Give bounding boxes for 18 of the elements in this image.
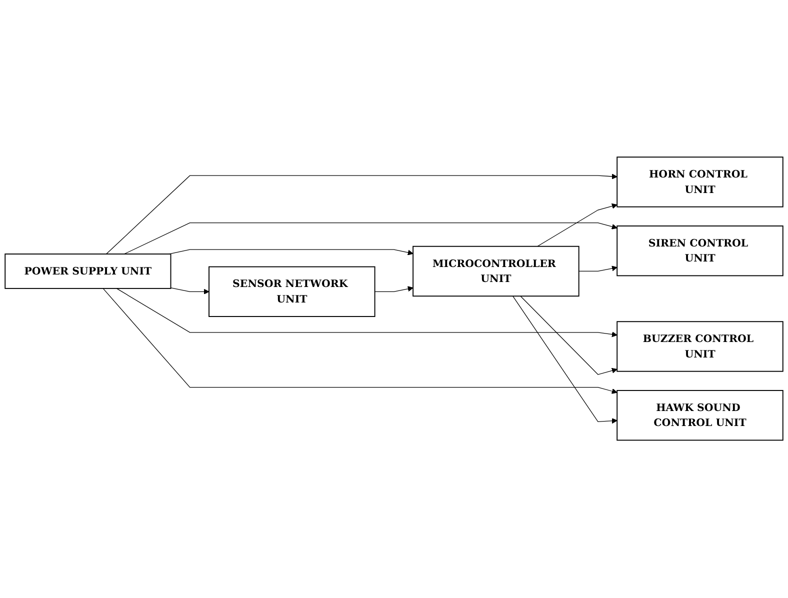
arrow xyxy=(374,286,414,292)
node-box: MICROCONTROLLER UNIT xyxy=(412,246,580,297)
node-box: SIREN CONTROL UNIT xyxy=(616,226,784,277)
node-box: HAWK SOUND CONTROL UNIT xyxy=(616,390,784,442)
arrow xyxy=(512,296,618,424)
node-box: HORN CONTROL UNIT xyxy=(616,156,784,208)
node-box: BUZZER CONTROL UNIT xyxy=(616,321,784,372)
arrow xyxy=(520,296,618,376)
arrow xyxy=(116,288,618,338)
arrow xyxy=(106,174,618,255)
arrow xyxy=(537,204,618,248)
node-box: SENSOR NETWORK UNIT xyxy=(208,266,376,318)
arrow xyxy=(102,288,618,394)
arrow xyxy=(578,266,618,272)
arrow xyxy=(168,250,414,256)
arrow xyxy=(124,222,618,255)
node-box: POWER SUPPLY UNIT xyxy=(4,254,172,290)
arrow xyxy=(170,288,210,295)
